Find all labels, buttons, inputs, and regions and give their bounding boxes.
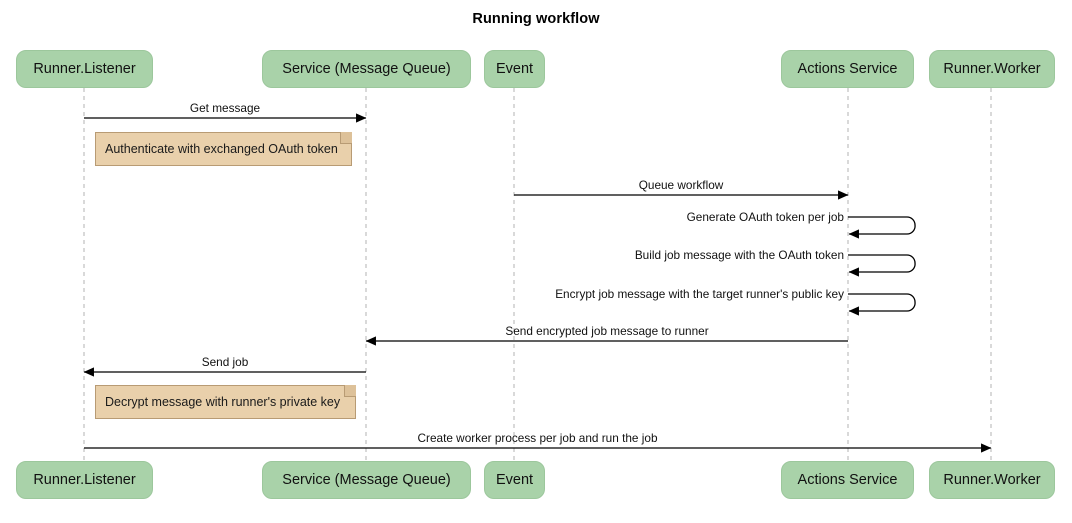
participant-label: Actions Service: [797, 472, 898, 488]
message-label-queue-workflow: Queue workflow: [638, 178, 724, 192]
page-title: Running workflow: [472, 11, 600, 27]
message-label-build-job-message: Build job message with the OAuth token: [634, 248, 844, 262]
participant-label: Runner.Worker: [943, 472, 1041, 488]
participant-runner-worker-bottom[interactable]: Runner.Worker: [929, 461, 1055, 499]
participant-actions-service-bottom[interactable]: Actions Service: [781, 461, 914, 499]
message-arrow-build-job-message: [848, 254, 916, 277]
message-label-send-encrypted: Send encrypted job message to runner: [505, 324, 709, 338]
message-label-generate-token: Generate OAuth token per job: [686, 210, 844, 224]
participant-actions-service-top[interactable]: Actions Service: [781, 50, 914, 88]
participant-label: Runner.Worker: [943, 61, 1041, 77]
note-fold-corner-icon: [340, 132, 352, 144]
message-arrow-encrypt-job: [848, 293, 916, 316]
participant-label: Actions Service: [797, 61, 898, 77]
note-label: Decrypt message with runner's private ke…: [105, 395, 341, 409]
participant-service-queue-top[interactable]: Service (Message Queue): [262, 50, 471, 88]
lifelines-group: [83, 88, 992, 461]
participant-runner-worker-top[interactable]: Runner.Worker: [929, 50, 1055, 88]
participant-runner-listener-top[interactable]: Runner.Listener: [16, 50, 153, 88]
note-fold-corner-icon: [344, 385, 356, 397]
participant-label: Runner.Listener: [33, 61, 136, 77]
participant-label: Runner.Listener: [33, 472, 136, 488]
participant-label: Service (Message Queue): [282, 61, 451, 77]
participant-label: Service (Message Queue): [282, 472, 451, 488]
message-label-create-worker: Create worker process per job and run th…: [417, 431, 658, 445]
participant-runner-listener-bottom[interactable]: Runner.Listener: [16, 461, 153, 499]
note-label: Authenticate with exchanged OAuth token: [105, 142, 338, 156]
note-authenticate: Authenticate with exchanged OAuth token: [95, 132, 352, 166]
message-label-encrypt-job: Encrypt job message with the target runn…: [555, 287, 844, 301]
note-decrypt: Decrypt message with runner's private ke…: [95, 385, 356, 419]
participant-label: Event: [495, 472, 534, 488]
message-label-send-job: Send job: [201, 355, 249, 369]
participant-event-bottom[interactable]: Event: [484, 461, 545, 499]
message-arrow-generate-token: [848, 216, 916, 239]
messages-group: [83, 113, 992, 453]
participant-service-queue-bottom[interactable]: Service (Message Queue): [262, 461, 471, 499]
participant-event-top[interactable]: Event: [484, 50, 545, 88]
message-label-get-message: Get message: [189, 101, 261, 115]
participant-label: Event: [495, 61, 534, 77]
